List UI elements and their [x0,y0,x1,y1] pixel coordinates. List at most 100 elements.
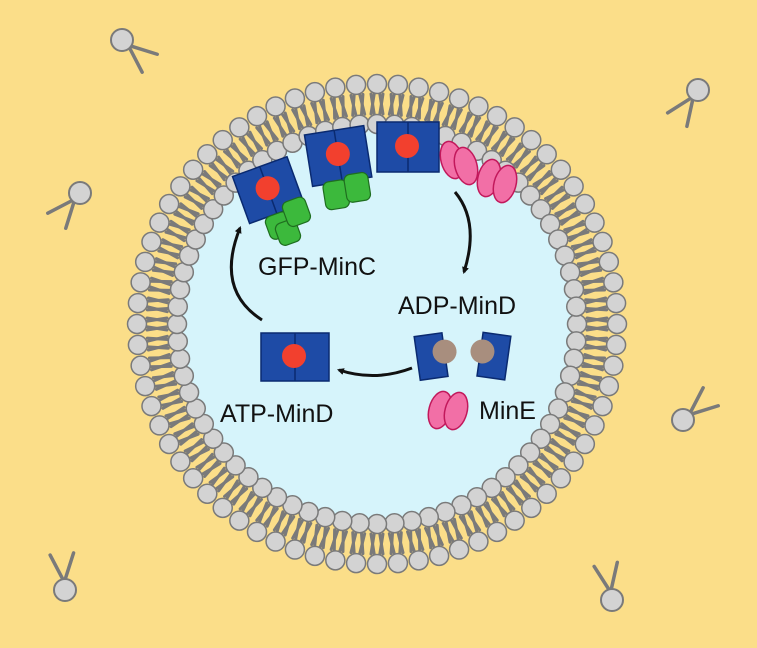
lipid-molecule-icon [170,451,191,472]
lipid-tail [687,404,720,417]
lipid-molecule-icon [592,560,624,612]
lipid-molecule-icon [559,261,581,283]
lipid-tail [398,531,403,557]
lipid-molecule-icon [167,331,189,352]
lipid-tail [491,131,510,151]
lipid-tail [298,103,313,127]
lipid-head [671,408,695,432]
lipid-molecule-icon [574,193,596,215]
lipid-tail [261,507,279,528]
lipid-tail [166,222,191,232]
lipid-tail [579,371,604,384]
lipid-molecule-icon [130,355,151,376]
lipid-tail [540,452,558,473]
adp-icon [432,339,457,364]
free-lipids [46,28,720,612]
lipid-tail [532,462,555,477]
lipid-tail [665,94,696,115]
lipid-tail [175,432,200,444]
lipid-molecule-icon [265,96,286,117]
lipid-tail [144,345,170,350]
lipid-molecule-icon [563,279,585,300]
lipid-tail [532,171,555,186]
lipid-tail [199,462,222,477]
lipid-tail [186,447,210,461]
lipid-tail [150,371,175,384]
lipid-tail [275,113,285,138]
atp-icon [282,344,306,368]
lipid-molecule-icon [252,477,273,499]
lipid-tail [279,111,296,133]
lipid-tail [568,405,590,422]
lipid-molecule-icon [127,292,149,314]
lipid-molecule-icon [193,213,215,235]
lipid-molecule-icon [182,159,204,180]
lipid-tail [505,487,526,505]
lipid-molecule-icon [605,334,627,356]
lipid-tail [583,353,608,364]
lipid-molecule-icon [238,466,259,488]
lipid-molecule-icon [486,521,508,543]
lipid-tail [441,103,456,127]
lipid-molecule-icon [671,386,720,432]
lipid-tail [452,105,461,131]
cycle-arrows [229,191,472,378]
lipid-tail [458,111,475,133]
lipid-molecule-icon [565,296,587,317]
lipid-tail [293,105,302,131]
lipid-tail [574,245,598,260]
lipid-molecule-icon [606,313,628,335]
lipid-tail [257,122,269,147]
lipid-tail [378,90,385,116]
lipid-tail [64,197,77,230]
lipid-tail [515,479,530,502]
lipid-tail [469,510,479,535]
lipid-molecule-icon [149,415,170,436]
lipid-molecule-icon [519,185,541,206]
lipid-tail [158,399,184,408]
lipid-tail [387,91,397,116]
lipid-molecule-icon [598,251,620,273]
lipid-tail [144,298,170,303]
adp-mind-label: ADP-MinD [398,292,516,320]
lipid-tail [585,325,611,332]
atp-icon [395,134,419,158]
lipid-molecule-icon [212,497,233,519]
gfp-minc-label: GFP-MinC [258,253,376,281]
lipid-tail [152,382,178,388]
lipid-tail [585,334,610,344]
atp-mind-label: ATP-MinD [220,400,333,428]
lipid-molecule-icon [213,185,235,206]
lipid-tail [550,438,570,457]
lipid-molecule-icon [202,428,224,449]
lipid-molecule-icon [110,28,159,74]
lipid-molecule-icon [345,74,367,96]
lipid-tail [441,521,456,545]
lipid-molecule-icon [592,231,613,253]
arrow-to-gfp-minc [229,226,263,322]
lipid-molecule-icon [48,551,77,602]
lipid-molecule-icon [284,88,306,109]
lipid-tail [505,143,526,161]
lipid-molecule-icon [519,442,541,463]
atp-icon [255,176,280,201]
mind-atp-complex-1 [231,155,312,246]
lipid-tail [357,91,367,116]
lipid-molecule-icon [325,77,346,98]
lipid-tail [261,120,279,141]
mine-protein-icon [492,164,518,204]
lipid-tail [560,422,581,440]
lipid-molecule-icon [605,292,627,314]
lipid-molecule-icon [384,512,405,534]
lipid-tail [337,530,348,555]
lipid-tail [378,532,385,558]
lipid-molecule-icon [212,129,233,151]
lipid-molecule-icon [169,348,191,369]
lipid-molecule-icon [202,199,224,220]
lipid-tail [485,501,497,526]
lipid-molecule-icon [481,477,502,499]
lipid-tail [224,479,239,502]
lipid-molecule-icon [665,78,710,129]
minc-protein-icon [281,196,312,228]
lipid-tail [608,560,620,594]
